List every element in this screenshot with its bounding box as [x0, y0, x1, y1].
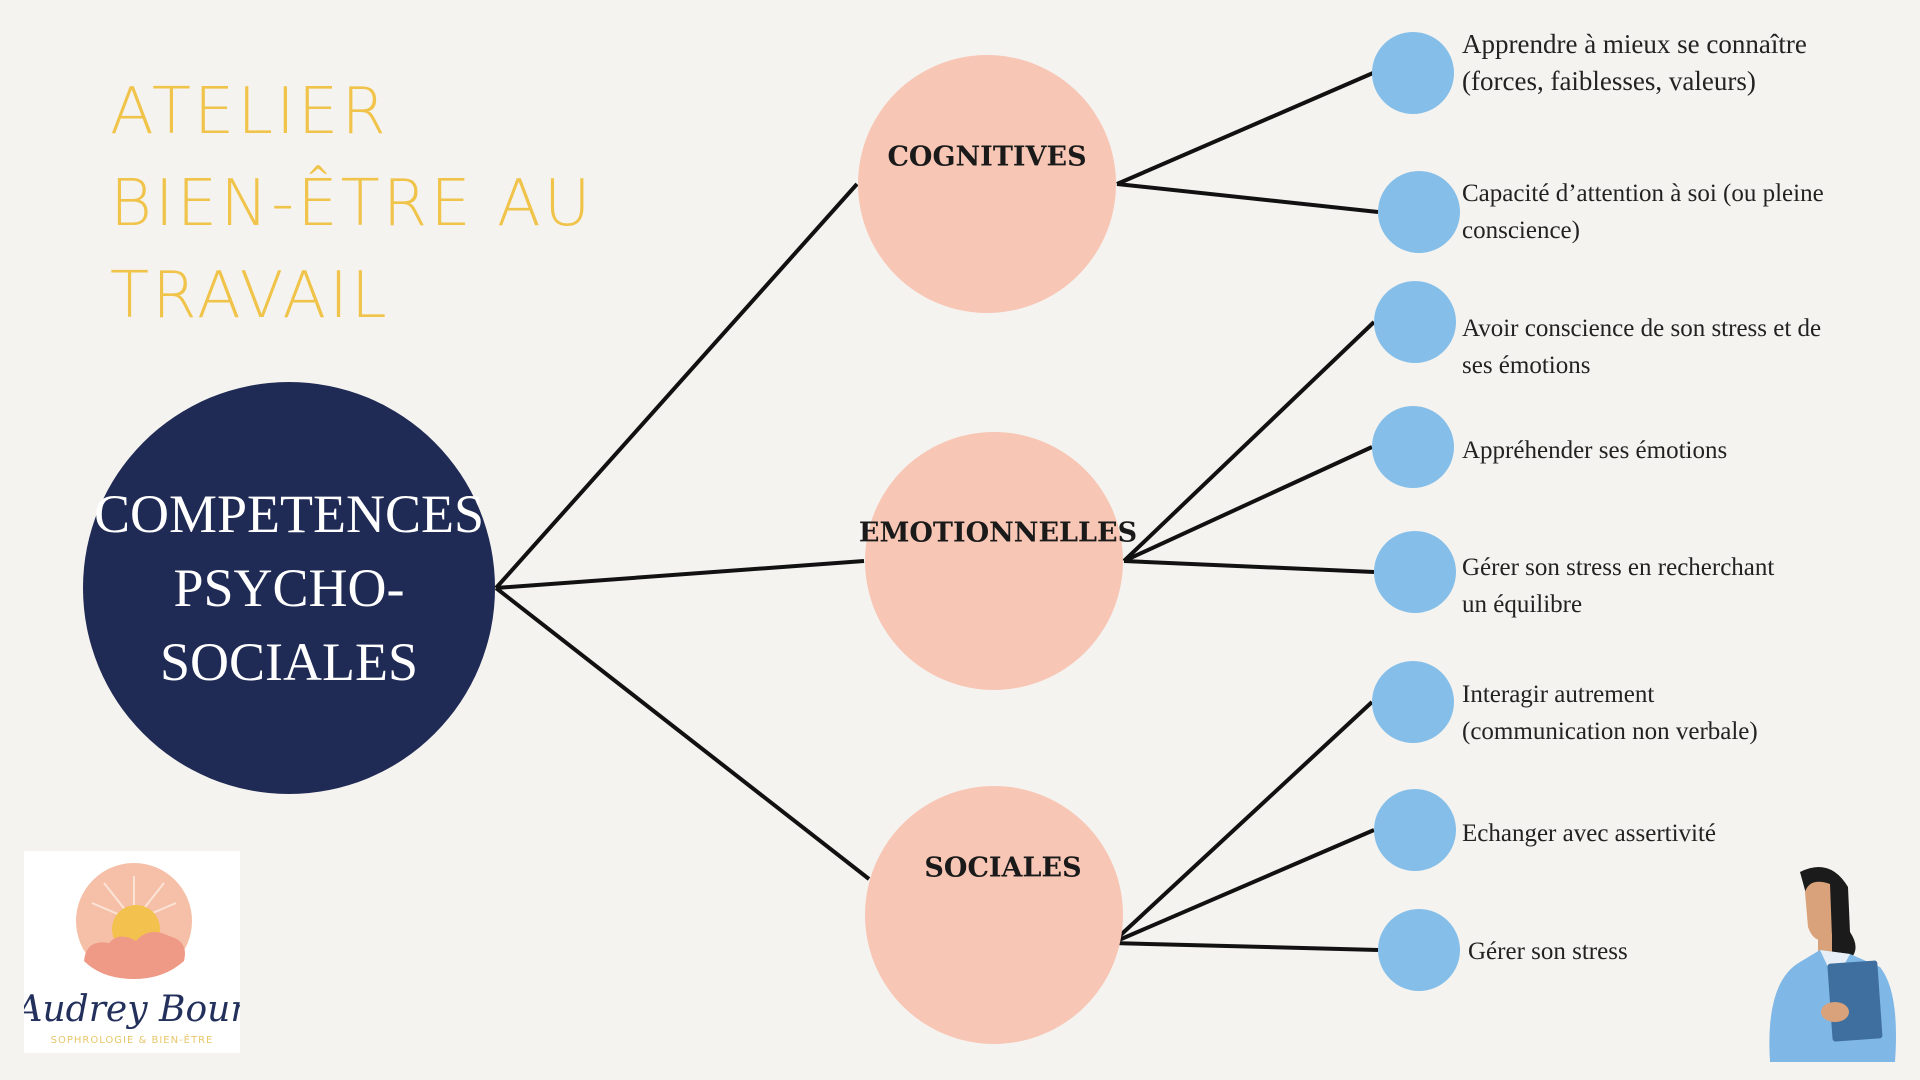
category-node-emotionnelles [865, 432, 1123, 690]
connector [1111, 828, 1375, 945]
connector [1116, 182, 1379, 214]
title-line: BIEN-ÊTRE AU [110, 167, 594, 241]
leaf-text: Capacité d’attention à soi (ou pleine co… [1462, 175, 1824, 249]
leaf-line: (communication non verbale) [1462, 718, 1758, 745]
leaf-line: Apprendre à mieux se connaître [1462, 29, 1807, 59]
svg-text:Audrey Bour: Audrey Bour [24, 989, 240, 1030]
leaf-node [1374, 789, 1456, 871]
leaf-line: (forces, faiblesses, valeurs) [1462, 66, 1756, 96]
leaf-text: Apprendre à mieux se connaître (forces, … [1462, 26, 1807, 100]
connector [494, 586, 871, 881]
leaf-line: Capacité d’attention à soi (ou pleine [1462, 180, 1824, 207]
center-node: COMPETENCES PSYCHO- SOCIALES [83, 382, 495, 794]
page-title: ATELIER BIEN-ÊTRE AU TRAVAIL [110, 66, 594, 342]
center-line: SOCIALES [159, 632, 419, 692]
connector [1123, 445, 1373, 563]
woman-illustration-icon [1769, 867, 1896, 1062]
connector [1111, 941, 1379, 952]
leaf-line: Interagir autrement [1462, 681, 1655, 708]
center-line: COMPETENCES [93, 484, 485, 544]
leaf-node [1374, 531, 1456, 613]
logo: Audrey Bour SOPHROLOGIE & BIEN-ÊTRE [13, 851, 249, 1053]
title-line: TRAVAIL [110, 259, 390, 333]
leaf-node [1372, 406, 1454, 488]
leaf-text: Appréhender ses émotions [1462, 432, 1727, 469]
category-label: EMOTIONNELLES [858, 517, 1138, 549]
category-node-cognitives [858, 55, 1116, 313]
connector [494, 182, 859, 590]
category-label: COGNITIVES [887, 141, 1087, 173]
leaf-text: Gérer son stress [1468, 933, 1628, 970]
leaf-node [1378, 909, 1460, 991]
leaf-line: ses émotions [1462, 352, 1591, 379]
connector [1110, 700, 1374, 945]
leaf-line: Echanger avec assertivité [1462, 820, 1717, 847]
leaf-line: un équilibre [1462, 591, 1583, 618]
category-node-sociales [865, 786, 1123, 1044]
connector [1122, 320, 1376, 563]
connector [495, 559, 865, 590]
sun-cloud-logo-icon: Audrey Bour SOPHROLOGIE & BIEN-ÊTRE [13, 863, 249, 1046]
leaf-text: Interagir autrement (communication non v… [1462, 676, 1758, 750]
leaf-text: Gérer son stress en recherchant un équil… [1462, 549, 1774, 623]
title-line: ATELIER [110, 75, 389, 149]
leaf-line: conscience) [1462, 217, 1580, 244]
svg-text:SOPHROLOGIE & BIEN-ÊTRE: SOPHROLOGIE & BIEN-ÊTRE [51, 1033, 214, 1046]
leaf-node [1372, 661, 1454, 743]
leaf-line: Avoir conscience de son stress et de [1462, 315, 1822, 342]
leaf-line: Appréhender ses émotions [1462, 437, 1728, 464]
leaf-line: Gérer son stress [1468, 938, 1628, 965]
leaf-node [1374, 281, 1456, 363]
category-label: SOCIALES [924, 852, 1082, 884]
center-line: PSYCHO- [173, 558, 405, 618]
leaf-node [1378, 171, 1460, 253]
connector [1116, 71, 1374, 186]
leaf-text: Avoir conscience de son stress et de ses… [1462, 310, 1821, 384]
leaf-text: Echanger avec assertivité [1462, 815, 1716, 852]
leaf-node [1372, 32, 1454, 114]
connector [1123, 559, 1375, 574]
leaf-line: Gérer son stress en recherchant [1462, 554, 1775, 581]
